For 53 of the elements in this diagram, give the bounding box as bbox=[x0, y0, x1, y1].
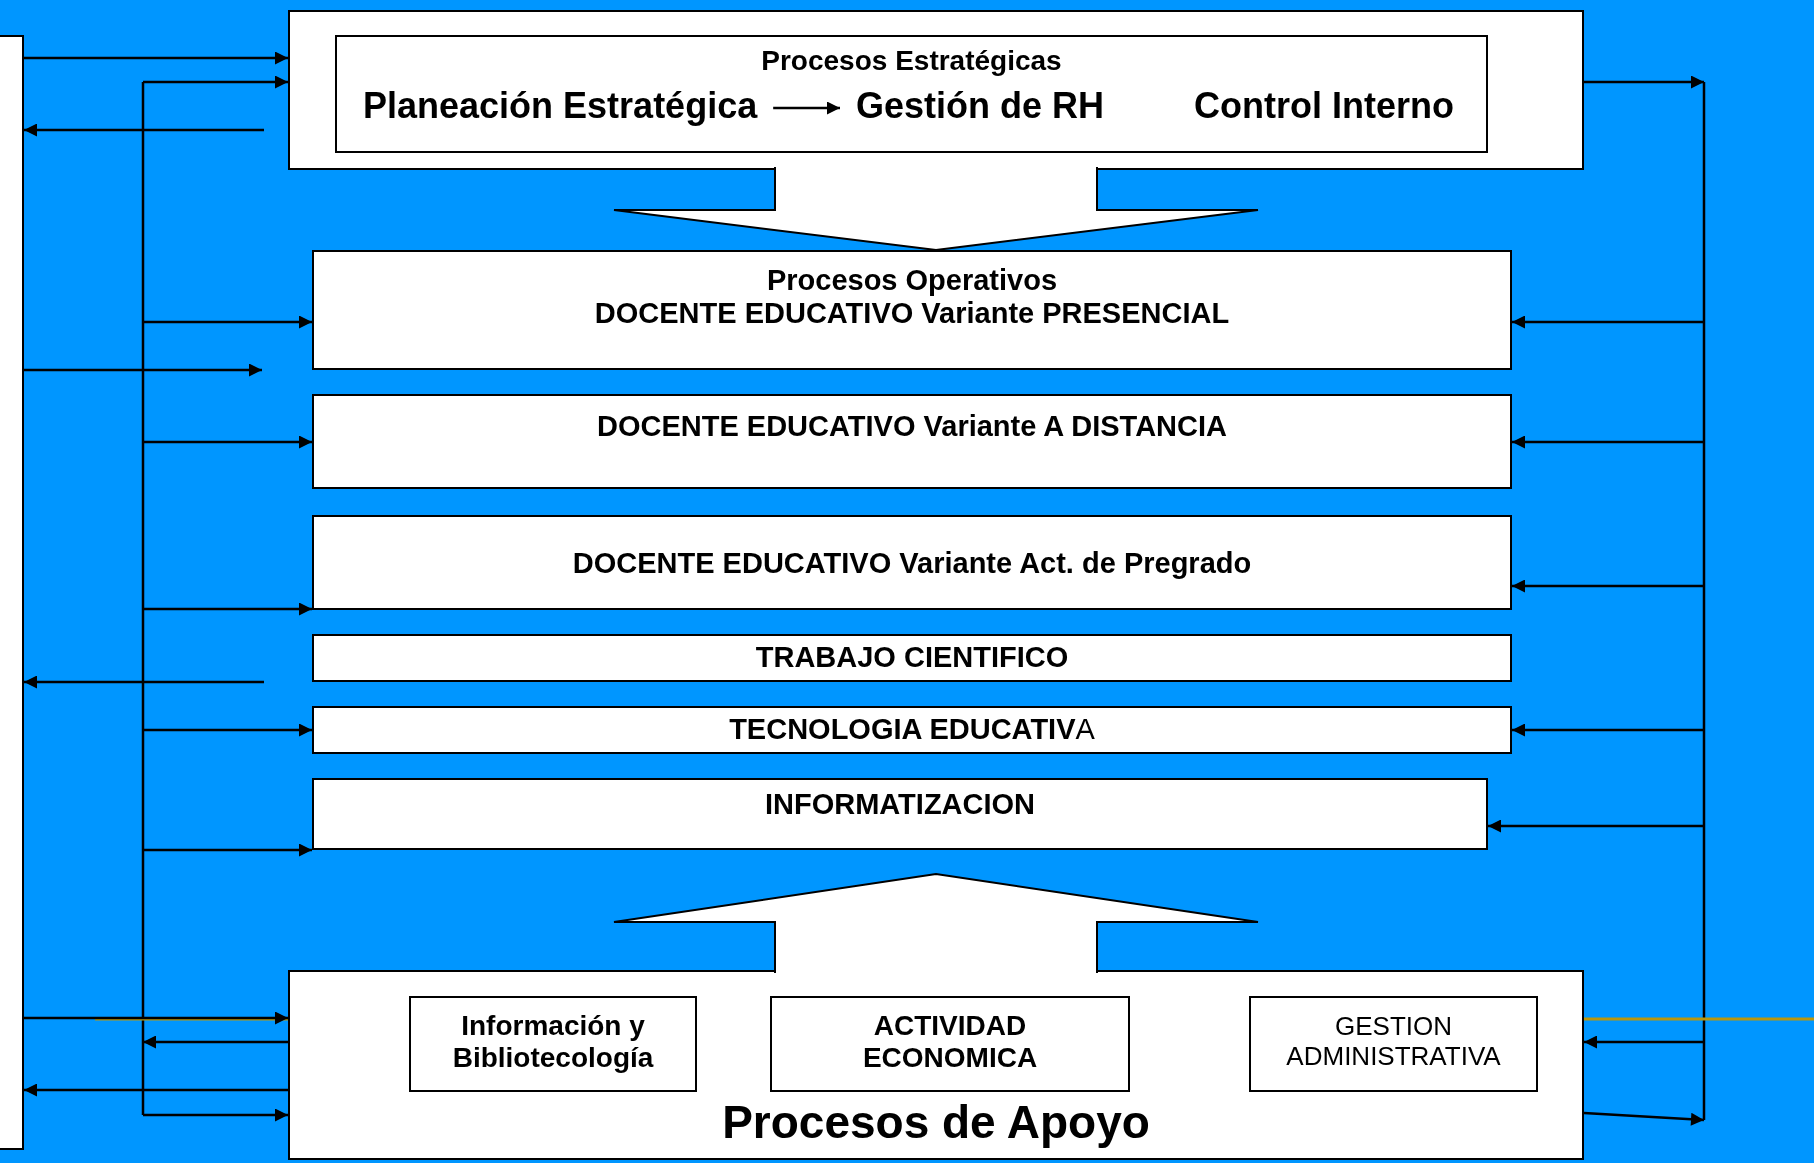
process-label: Gestión de RH bbox=[856, 85, 1105, 127]
box-title: INFORMATIZACION bbox=[764, 788, 1036, 822]
side-panel bbox=[0, 35, 24, 1150]
arrow bbox=[143, 315, 312, 329]
process-label: Control Interno bbox=[1194, 85, 1454, 127]
process-box bbox=[312, 515, 1512, 610]
process-box bbox=[409, 996, 697, 1092]
arrow bbox=[24, 1011, 288, 1025]
box-title: DOCENTE EDUCATIVO Variante Act. de Pregrado bbox=[572, 547, 1252, 581]
arrow bbox=[1584, 75, 1704, 89]
arrow bbox=[143, 1108, 288, 1122]
process-panel bbox=[288, 10, 1584, 170]
box-title: TECNOLOGIA EDUCATIVA bbox=[729, 713, 1095, 747]
box-title: DOCENTE EDUCATIVO Variante PRESENCIAL bbox=[594, 297, 1230, 331]
block-arrow bbox=[613, 873, 1259, 974]
box-title: GESTION ADMINISTRATIVA bbox=[1285, 1012, 1502, 1072]
arrow bbox=[143, 75, 288, 89]
arrow bbox=[1512, 315, 1704, 329]
box-title: Información y Bibliotecología bbox=[451, 1010, 655, 1075]
block-arrow bbox=[613, 166, 1259, 251]
process-box bbox=[312, 250, 1512, 370]
arrow bbox=[24, 1083, 288, 1097]
arrow bbox=[1488, 819, 1704, 833]
arrow bbox=[143, 602, 312, 616]
arrow bbox=[773, 101, 840, 115]
process-box bbox=[312, 778, 1488, 850]
process-box bbox=[312, 706, 1512, 754]
box-title: Procesos Operativos bbox=[766, 264, 1058, 298]
box-title: ACTIVIDAD ECONOMICA bbox=[861, 1010, 1039, 1075]
arrow bbox=[143, 1035, 288, 1049]
arrow bbox=[1512, 723, 1704, 737]
panel-heading: Procesos de Apoyo bbox=[722, 1096, 1150, 1149]
process-box bbox=[335, 35, 1488, 153]
arrow bbox=[1512, 435, 1704, 449]
arrow bbox=[1583, 1111, 1705, 1126]
panel-heading: Procesos Estratégicas bbox=[761, 45, 1062, 78]
arrow bbox=[24, 123, 264, 137]
arrow bbox=[143, 843, 312, 857]
process-panel bbox=[288, 970, 1584, 1160]
arrow bbox=[143, 435, 312, 449]
process-box bbox=[1249, 996, 1538, 1092]
process-box bbox=[770, 996, 1130, 1092]
arrow bbox=[24, 675, 264, 689]
process-box bbox=[312, 394, 1512, 489]
box-title: DOCENTE EDUCATIVO Variante A DISTANCIA bbox=[597, 410, 1227, 444]
arrow bbox=[143, 723, 312, 737]
process-box bbox=[312, 634, 1512, 682]
arrow bbox=[1512, 579, 1704, 593]
arrow bbox=[1584, 1035, 1704, 1049]
arrow bbox=[24, 363, 262, 377]
process-label: Planeación Estratégica bbox=[363, 85, 758, 127]
box-title: TRABAJO CIENTIFICO bbox=[755, 641, 1069, 675]
arrow bbox=[24, 51, 288, 65]
